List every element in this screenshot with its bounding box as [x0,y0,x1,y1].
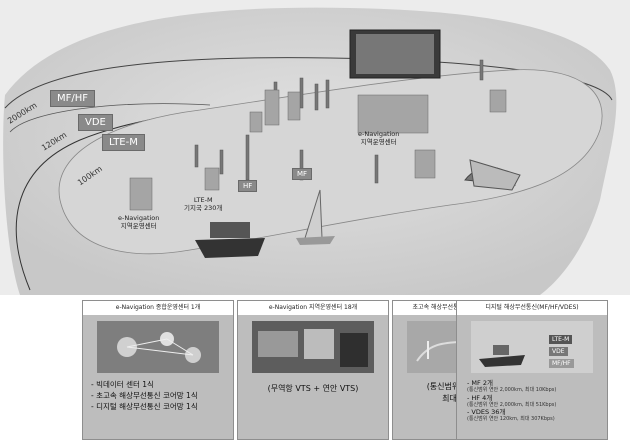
tower [219,149,224,175]
panel-digital-maritime-comm: 디지털 해상무선통신(MF/HF/VDES) LTE-M VDE MF/HF -… [456,300,608,440]
list-item: - HF 4개 [467,393,493,402]
lte-station-sub: 기지국 230개 [184,204,223,212]
building [264,89,280,126]
tower [374,154,379,184]
list-item-sub: (통신범위 연안 120km, 최대 307Kbps) [467,416,555,422]
panel-text: (무역항 VTS + 연안 VTS) [267,384,359,393]
container-ship [195,238,265,258]
building [357,94,429,134]
hub-sub: 지역운영센터 [120,222,157,230]
band-tag-lte: LTE-M [102,134,145,151]
tower [194,144,199,168]
hub-label-right: e-Navigation 지역운영센터 [358,130,399,146]
list-item: - MF 2개 [467,379,493,387]
badge-vde: VDE [549,347,568,356]
band-tag-vde: VDE [78,114,113,131]
tower [245,134,250,181]
lte-station-name: LTE-M [193,196,213,204]
badge-lte: LTE-M [549,335,573,344]
tower [479,59,484,81]
list-item: - 빅데이터 센터 1식 [91,380,154,389]
hub-name: e-Navigation [118,214,160,222]
building [249,111,263,133]
list-item-sub: (통신범위 연안 2,000km, 최대 10Kbps) [467,387,557,393]
building [129,177,153,211]
panel-list: - MF 2개 (통신범위 연안 2,000km, 최대 10Kbps) - H… [467,379,556,423]
panel-regional-center: e-Navigation 지역운영센터 18개 (무역항 VTS + 연안 VT… [237,300,389,440]
building [414,149,436,179]
hub-sub: 지역운영센터 [360,138,397,146]
tower [299,149,304,181]
tower [325,79,330,109]
building [489,89,507,113]
panel-list: - 빅데이터 센터 1식 - 초고속 해상무선통신 코어망 1식 - 디지털 해… [91,379,198,412]
network-graphic [97,321,219,373]
list-item: - VDES 36개 [467,408,506,416]
tower-tag-hf: HF [238,180,258,192]
panel-title: 디지털 해상무선통신(MF/HF/VDES) [457,301,607,315]
panel-title: e-Navigation 지역운영센터 18개 [238,301,388,315]
hub-label-left: e-Navigation 지역운영센터 [118,214,159,230]
band-tag-mfhf: MF/HF [50,90,96,107]
lte-station-label: LTE-M 기지국 230개 [184,196,222,212]
building [204,167,220,191]
ship-comm-image: LTE-M VDE MF/HF [471,321,593,373]
tower [299,77,304,109]
range-arc-120km [9,103,211,133]
badge-mfhf: MF/HF [549,359,574,368]
hub-name: e-Navigation [358,130,400,138]
panel-integrated-center: e-Navigation 종합운영센터 1개 - 빅데이터 센터 1식 - 초고… [82,300,234,440]
list-item: - 초고속 해상무선통신 코어망 1식 [91,391,198,400]
tower-tag-mf: MF [292,168,313,180]
control-room-image [252,321,374,373]
tower [314,83,319,111]
list-item: - 디지털 해상무선통신 코어망 1식 [91,402,198,411]
list-item-sub: (통신범위 연안 2,000km, 최대 51Kbps) [467,401,557,408]
coastline [58,69,603,255]
panel-title: e-Navigation 종합운영센터 1개 [83,301,233,315]
building [287,91,301,121]
